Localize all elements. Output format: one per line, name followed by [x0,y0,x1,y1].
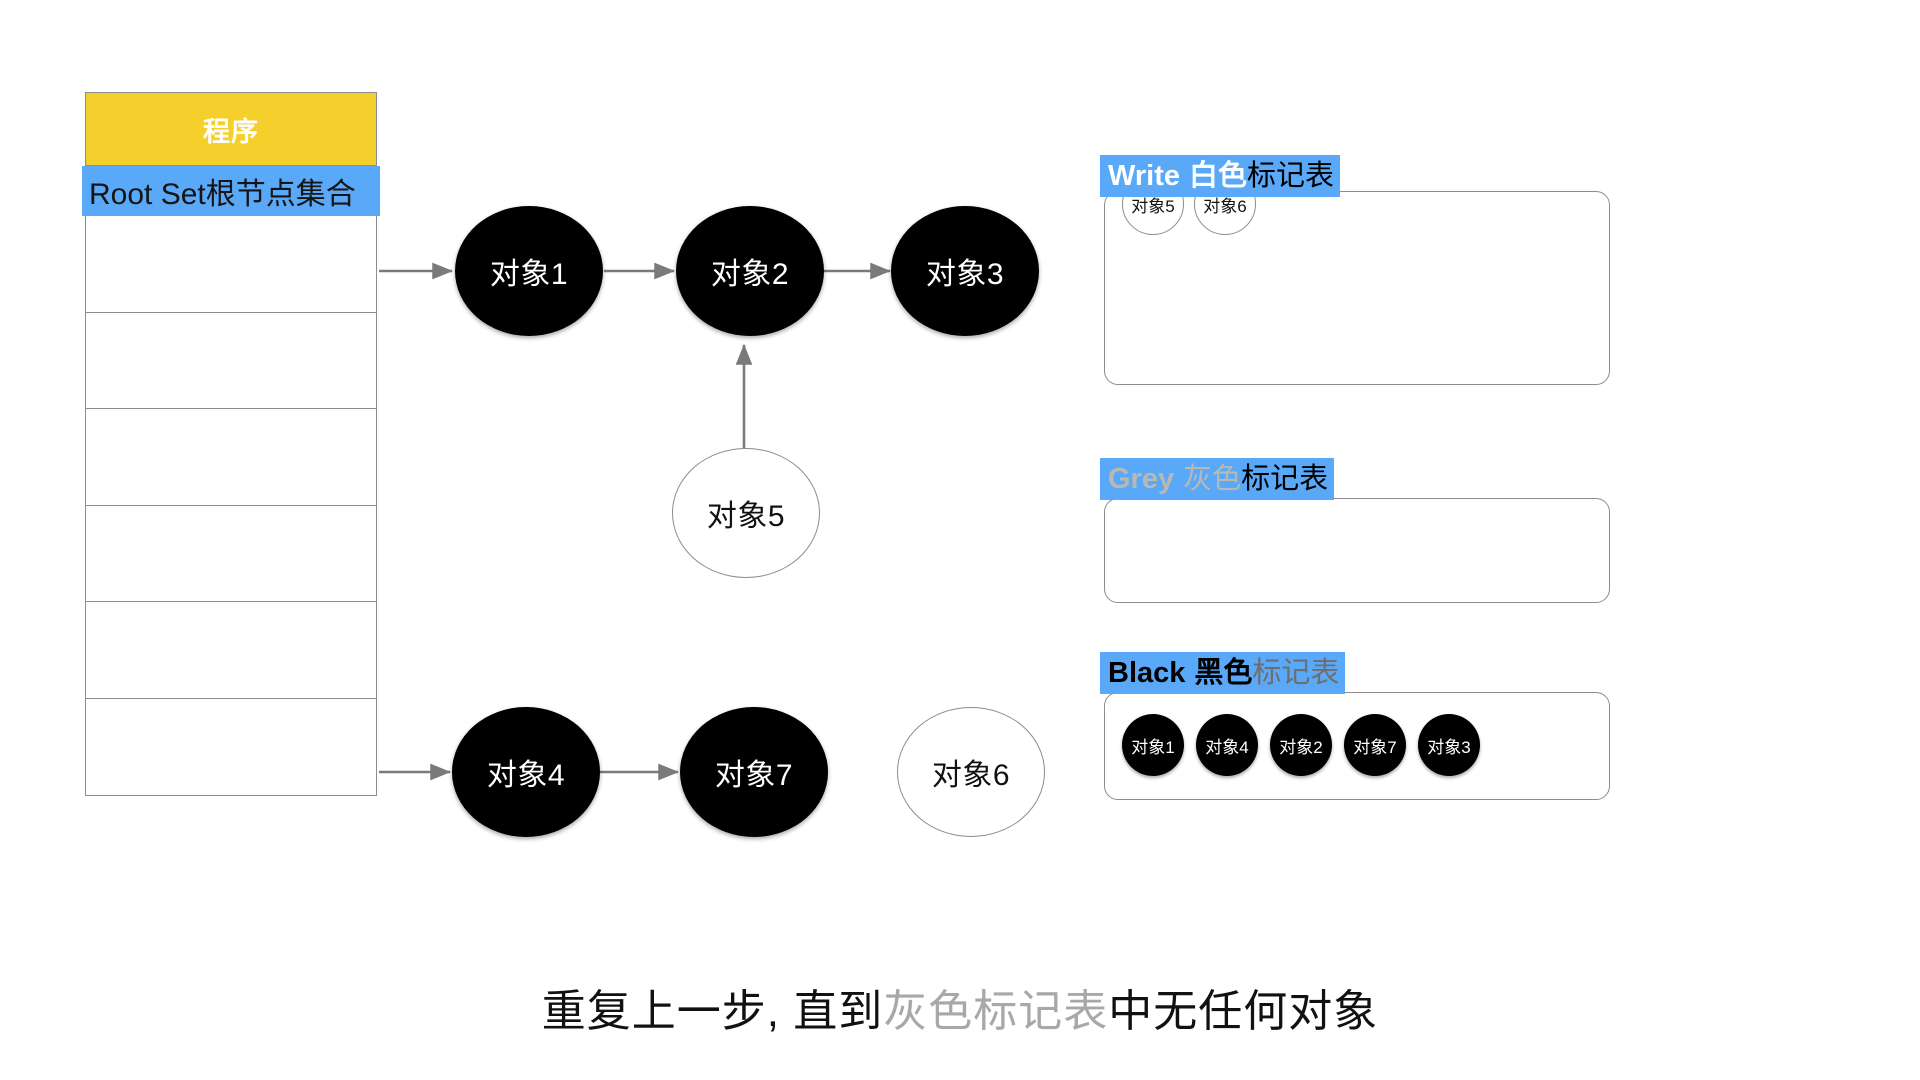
caption-highlight: 灰色标记表 [883,987,1109,1036]
node-obj6-label: 对象6 [931,759,1011,792]
grey-title-cn-plain: 标记表 [1241,462,1329,495]
write-chip-obj5-label: 对象5 [1131,196,1175,216]
black-chip-obj3-label: 对象3 [1427,737,1471,757]
black-chip-obj4-label: 对象4 [1205,737,1249,757]
caption-part1: 重复上一步, 直到 [541,987,884,1036]
write-title-en: Write [1108,159,1180,192]
grey-title-en: Grey [1108,462,1175,495]
node-obj5[interactable]: 对象5 [672,448,820,578]
node-obj1[interactable]: 对象1 [455,206,603,336]
node-obj2-label: 对象2 [710,258,790,291]
program-table-body [85,216,377,796]
black-mark-table-items: 对象1 对象4 对象2 对象7 对象3 [1122,714,1480,776]
caption-part2: 中无任何对象 [1108,987,1379,1036]
node-obj2[interactable]: 对象2 [676,206,824,336]
write-title-cn-plain: 标记表 [1247,159,1335,192]
node-obj4-label: 对象4 [486,759,566,792]
write-chip-obj6-label: 对象6 [1203,196,1247,216]
black-chip-obj1[interactable]: 对象1 [1122,714,1184,776]
program-table-row-6 [86,699,376,796]
program-table-row-4 [86,506,376,602]
node-obj7[interactable]: 对象7 [680,707,828,837]
node-obj1-label: 对象1 [489,258,569,291]
black-chip-obj7[interactable]: 对象7 [1344,714,1406,776]
black-title-en: Black [1108,656,1186,689]
black-title-cn-plain: 标记表 [1252,656,1340,689]
node-obj3[interactable]: 对象3 [891,206,1039,336]
program-table-row-2 [86,313,376,409]
black-chip-obj7-label: 对象7 [1353,737,1397,757]
black-chip-obj1-label: 对象1 [1131,737,1175,757]
program-table: 程序 Root Set根节点集合 [82,92,380,796]
black-chip-obj2-label: 对象2 [1279,737,1323,757]
node-obj7-label: 对象7 [714,759,794,792]
black-chip-obj4[interactable]: 对象4 [1196,714,1258,776]
grey-title-cn-colored: 灰色 [1183,462,1242,495]
program-table-header: 程序 [85,92,377,166]
write-mark-table-box [1104,191,1610,385]
black-chip-obj3[interactable]: 对象3 [1418,714,1480,776]
grey-mark-table-box [1104,498,1610,603]
write-title-cn-colored: 白色 [1188,159,1247,192]
root-set-row: Root Set根节点集合 [82,166,380,216]
node-obj6[interactable]: 对象6 [897,707,1045,837]
program-table-row-5 [86,602,376,699]
caption: 重复上一步, 直到灰色标记表中无任何对象 [0,975,1920,1039]
black-title-cn-colored: 黑色 [1194,656,1253,689]
node-obj5-label: 对象5 [706,500,786,533]
node-obj3-label: 对象3 [925,258,1005,291]
black-chip-obj2[interactable]: 对象2 [1270,714,1332,776]
program-table-row-1 [86,216,376,313]
program-table-row-3 [86,409,376,506]
node-obj4[interactable]: 对象4 [452,707,600,837]
